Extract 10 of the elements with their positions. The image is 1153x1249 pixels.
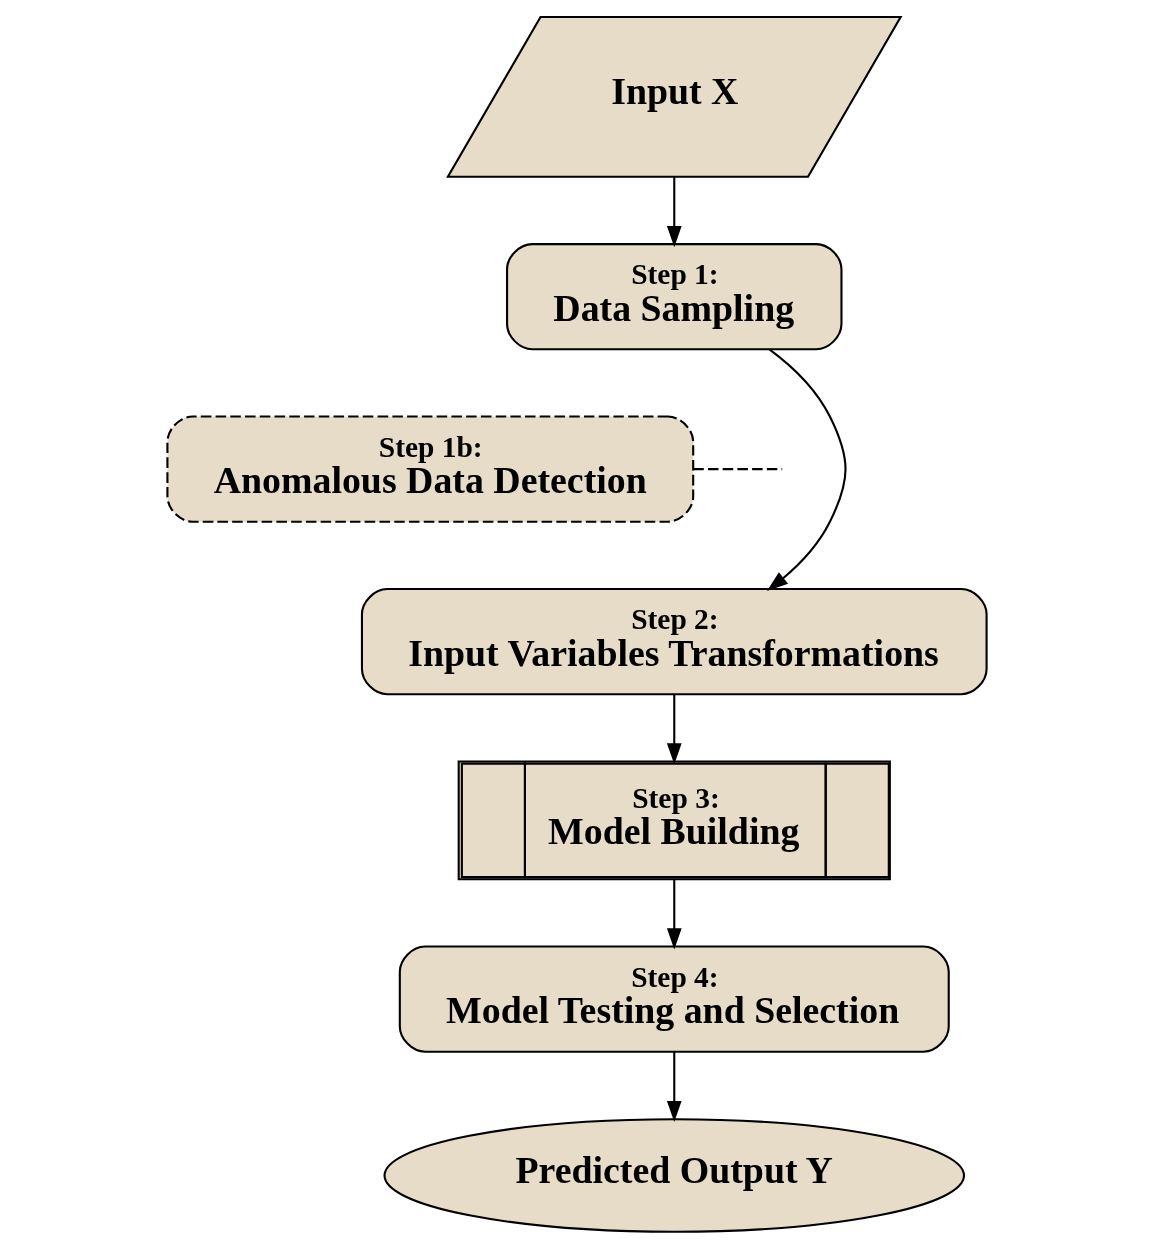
arrow [666, 176, 682, 248]
arrow [666, 1051, 682, 1122]
node-box: Step 1b: Anomalous Data Detection [165, 415, 694, 523]
node-box: Step 1: Data Sampling [505, 243, 842, 351]
node-ellipse: Predicted Output Y [382, 1118, 965, 1233]
arrow [666, 694, 682, 765]
arrow [666, 879, 682, 950]
node-box: Step 4: Model Testing and Selection [398, 945, 950, 1053]
node-box: Step 2: Input Variables Transformations [360, 587, 988, 696]
arrow [766, 348, 846, 591]
